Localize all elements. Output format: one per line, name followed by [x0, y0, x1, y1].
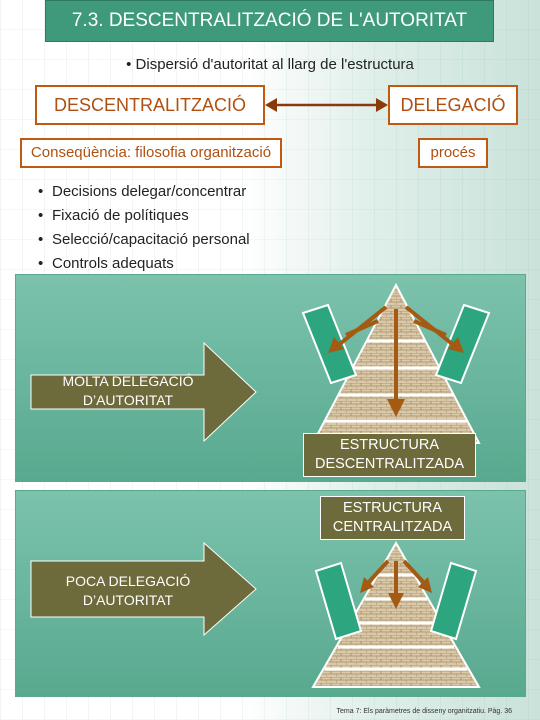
centralized-caption: ESTRUCTURA CENTRALITZADA [320, 496, 465, 540]
decentralized-caption: ESTRUCTURA DESCENTRALITZADA [303, 433, 476, 477]
centralized-diagram [30, 540, 481, 688]
big-arrow-shape [30, 541, 257, 637]
right-wing-panel [429, 561, 478, 641]
right-wing-panel [434, 303, 491, 385]
big-arrow-shape [30, 341, 257, 443]
left-wing-panel [314, 561, 363, 641]
delegation-arrows [360, 559, 432, 609]
page-title: 7.3. DESCENTRALITZACIÓ DE L'AUTORITAT [45, 0, 494, 42]
list-item: Fixació de polítiques [28, 204, 268, 228]
bullet-list: Decisions delegar/concentrar Fixació de … [28, 180, 268, 276]
proces-label: procés [418, 138, 488, 168]
descentralitzacio-label: DESCENTRALITZACIÓ [35, 85, 265, 125]
double-arrow-connector [265, 98, 388, 112]
molta-delegacio-label: MOLTA DELEGACIÓ D’AUTORITAT [62, 373, 194, 408]
list-item: Decisions delegar/concentrar [28, 180, 268, 204]
decentralized-panel [15, 274, 526, 482]
list-item: Selecció/capacitació personal [28, 228, 268, 252]
centralized-panel [15, 490, 526, 697]
delegacio-label: DELEGACIÓ [388, 85, 518, 125]
poca-delegacio-label: POCA DELEGACIÓ D’AUTORITAT [65, 573, 191, 608]
footer-text: Tema 7: Els paràmetres de disseny organi… [336, 708, 512, 715]
subtitle: • Dispersió d'autoritat al llarg de l'es… [126, 56, 414, 73]
left-wing-panel [301, 303, 358, 385]
consequencia-label: Conseqüència: filosofia organització [20, 138, 282, 168]
delegation-arrows [328, 305, 464, 417]
list-item: Controls adequats [28, 252, 268, 276]
